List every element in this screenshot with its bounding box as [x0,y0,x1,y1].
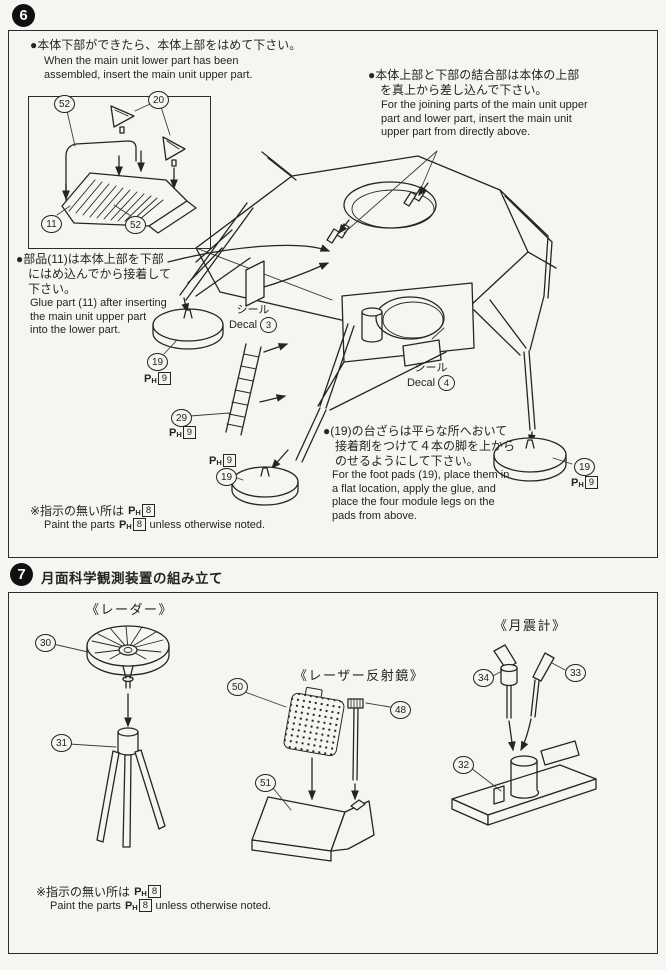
step6-instruction4-jp: ●(19)の台ざらは平らな所へおいて 接着剤をつけて４本の脚を上から のせるよう… [323,424,516,468]
radar-illustration [52,625,170,848]
decal4-number: 4 [438,375,456,391]
callout-part19-right: 19 [574,458,595,476]
callout-part19-center: 19 [216,468,237,486]
step6-instruction4-en: For the foot pads (19), place them in a … [332,469,510,522]
triangle-part20 [110,105,186,167]
callout-part34: 34 [473,669,494,687]
side-hatch [375,296,445,340]
step6-instruction1-en: When the main unit lower part has been a… [44,55,253,81]
foot-pad-right [493,437,567,482]
step-7-title: 月面科学観測装置の組み立て [41,571,223,586]
section-6-frame [8,30,658,558]
decal3-shape [245,260,265,307]
base-part32 [451,740,597,826]
callout-part52-wire: 52 [54,95,75,113]
callout-part32: 32 [453,756,474,774]
callout-part33: 33 [565,664,586,682]
decal3-number: 3 [260,317,278,333]
step-7-badge: 7 [10,563,33,586]
callout-part19-left: 19 [147,353,168,371]
step6-instruction2-en: For the joining parts of the main unit u… [381,99,588,138]
step6-instruction2-jp: ●本体上部と下部の結合部は本体の上部 を真上から差し込んで下さい。 [368,68,580,97]
seismometer-label: 《月震計》 [494,618,567,633]
radar-label: 《レーダー》 [86,602,174,617]
inset-diagram-frame [28,96,211,249]
wire-handle-part52 [65,140,137,201]
wedge-base-part51 [251,796,375,862]
callout-part11: 11 [41,215,62,233]
ladder-part29 [225,343,262,436]
step6-instruction3-jp: ●部品(11)は本体上部を下部 にはめ込んでから接着して 下さい。 [16,252,172,296]
step6-instruction1-jp: ●本体下部ができたら、本体上部をはめて下さい。 [30,38,302,52]
reflector-label: 《レーザー反射鏡》 [294,668,425,683]
callout-part30: 30 [35,634,56,652]
foot-pad-left [152,308,224,350]
reflector-panel-part50 [282,691,346,758]
callout-part52-deck: 52 [125,216,146,234]
callout-part29: 29 [171,409,192,427]
callout-part50: 50 [227,678,248,696]
callout-part48: 48 [390,701,411,719]
step6-instruction3-en: Glue part (11) after inserting the main … [30,297,167,336]
tripod-part31 [96,727,166,848]
seismometer-illustration [451,644,597,826]
lander-illustration [152,150,573,506]
section-7-frame [8,592,658,954]
callout-part51: 51 [255,774,276,792]
step-6-badge: 6 [12,4,35,27]
laser-reflector-illustration [244,691,391,862]
callout-part20: 20 [148,91,169,109]
callout-part31: 31 [51,734,72,752]
inset-platform-diagram [56,103,197,234]
